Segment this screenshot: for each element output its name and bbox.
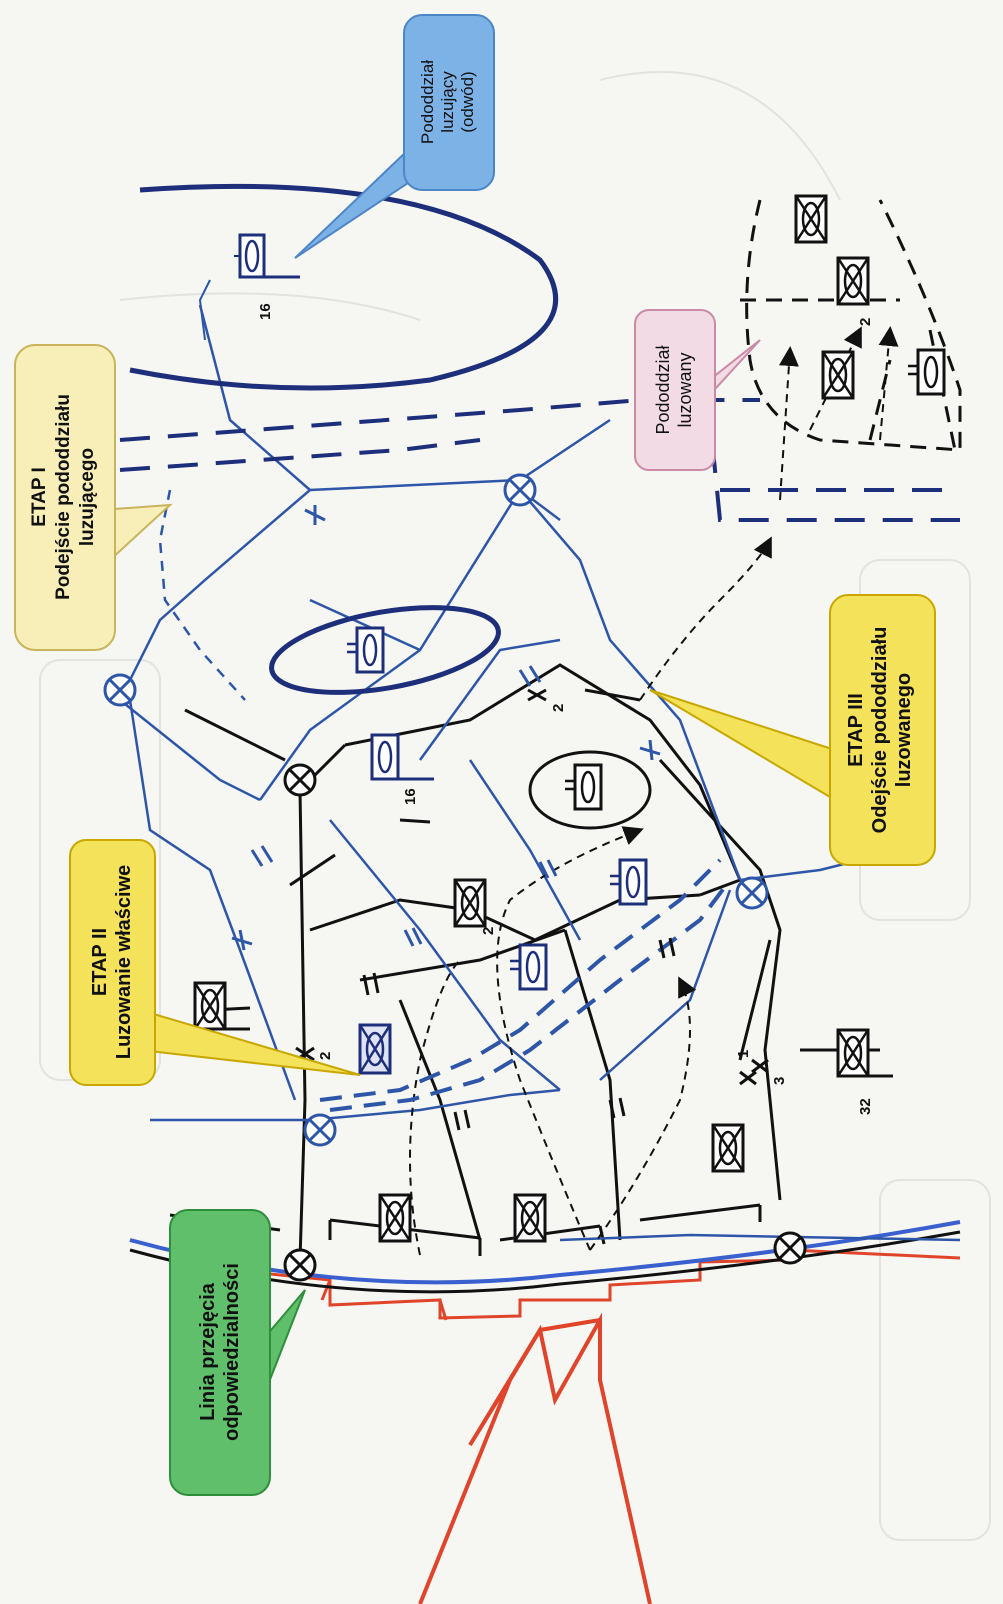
- unit-number: 2: [317, 1052, 334, 1060]
- armor-unit-icon: [836, 256, 870, 306]
- contact-point-icon: [103, 673, 137, 707]
- infantry-unit-icon: [347, 626, 385, 674]
- unit-number: 3: [771, 1077, 788, 1085]
- svg-text:ETAP II: ETAP II: [89, 928, 111, 996]
- svg-text:Podejście pododdziału: Podejście pododdziału: [53, 394, 74, 600]
- armor-unit-icon: [513, 1193, 547, 1243]
- phase-lines: [119, 398, 960, 522]
- svg-text:(odwód): (odwód): [458, 71, 477, 132]
- svg-text:Luzowanie właściwe: Luzowanie właściwe: [113, 865, 135, 1060]
- contact-point-icon: [735, 876, 769, 910]
- stage1-approach-route: [158, 489, 246, 701]
- svg-text:Odejście pododdziału: Odejście pododdziału: [869, 627, 891, 834]
- enemy-front-line: [229, 1248, 961, 1321]
- unit-number: 2: [857, 318, 874, 326]
- infantry-unit-icon: [510, 943, 548, 991]
- armor-unit-icon: [836, 1028, 893, 1078]
- infantry-unit-icon: [370, 733, 434, 781]
- armor-unit-icon: [821, 350, 855, 400]
- svg-text:luzującego: luzującego: [77, 448, 98, 546]
- relief-boundary-dashed: [319, 858, 732, 1112]
- relieving-reserve-area: [129, 183, 652, 830]
- svg-text:ETAP III: ETAP III: [845, 693, 867, 767]
- svg-text:Linia przejęcia: Linia przejęcia: [197, 1282, 219, 1421]
- relieved-withdrawal-routes: [409, 326, 899, 1256]
- relieved-rear-area: [740, 199, 962, 452]
- callout-relieving-unit: Pododdział luzujący (odwód): [294, 14, 495, 259]
- unit-number: 32: [857, 1098, 874, 1115]
- svg-text:Pododdział: Pododdział: [418, 60, 437, 144]
- svg-text:luzujący: luzujący: [438, 71, 457, 133]
- callout-stage3: ETAP III Odejście pododdziału luzowanego: [649, 594, 936, 866]
- infantry-unit-icon: [234, 233, 300, 279]
- unit-number: 16: [257, 303, 274, 320]
- callout-stage2: ETAP II Luzowanie właściwe: [69, 839, 361, 1086]
- relieving-unit-lines: [118, 304, 961, 1242]
- contact-point-icon: [503, 473, 537, 507]
- callout-stage1: ETAP I Podejście pododdziału luzującego: [14, 344, 173, 651]
- svg-text:ETAP I: ETAP I: [29, 467, 50, 526]
- armor-unit-icon: [378, 1193, 412, 1243]
- relieved-unit-lines: [169, 663, 880, 1261]
- armor-unit-icon: [794, 194, 828, 244]
- unit-number: 2: [550, 704, 567, 712]
- contact-point-icon: [773, 1231, 807, 1265]
- infantry-unit-icon: [908, 348, 946, 396]
- svg-text:Pododdział: Pododdział: [653, 345, 673, 434]
- armor-unit-icon: [193, 981, 250, 1031]
- armor-unit-icon: [358, 1023, 392, 1075]
- svg-text:luzowanego: luzowanego: [893, 673, 915, 787]
- svg-text:luzowany: luzowany: [675, 352, 695, 427]
- boundary-marker-icon: [231, 505, 661, 951]
- unit-number: 2: [480, 927, 497, 935]
- contact-point-icon: [303, 1113, 337, 1147]
- infantry-unit-icon: [610, 858, 648, 906]
- callout-relieved-unit: Pododdział luzowany: [634, 309, 761, 471]
- boundary-marker-icon: [295, 688, 769, 1131]
- callout-handover-line: Linia przejęcia odpowiedzialności: [169, 1209, 306, 1496]
- armor-unit-icon: [711, 1123, 745, 1173]
- armor-unit-icon: [453, 878, 487, 928]
- unit-number: 1: [735, 1050, 752, 1058]
- infantry-unit-icon: [565, 763, 603, 811]
- unit-number: 16: [402, 788, 419, 805]
- contact-point-icon: [283, 1248, 317, 1282]
- enemy-attack-arrow-icon: [418, 1312, 652, 1604]
- svg-text:odpowiedzialności: odpowiedzialności: [221, 1263, 243, 1441]
- contact-point-icon: [283, 763, 317, 797]
